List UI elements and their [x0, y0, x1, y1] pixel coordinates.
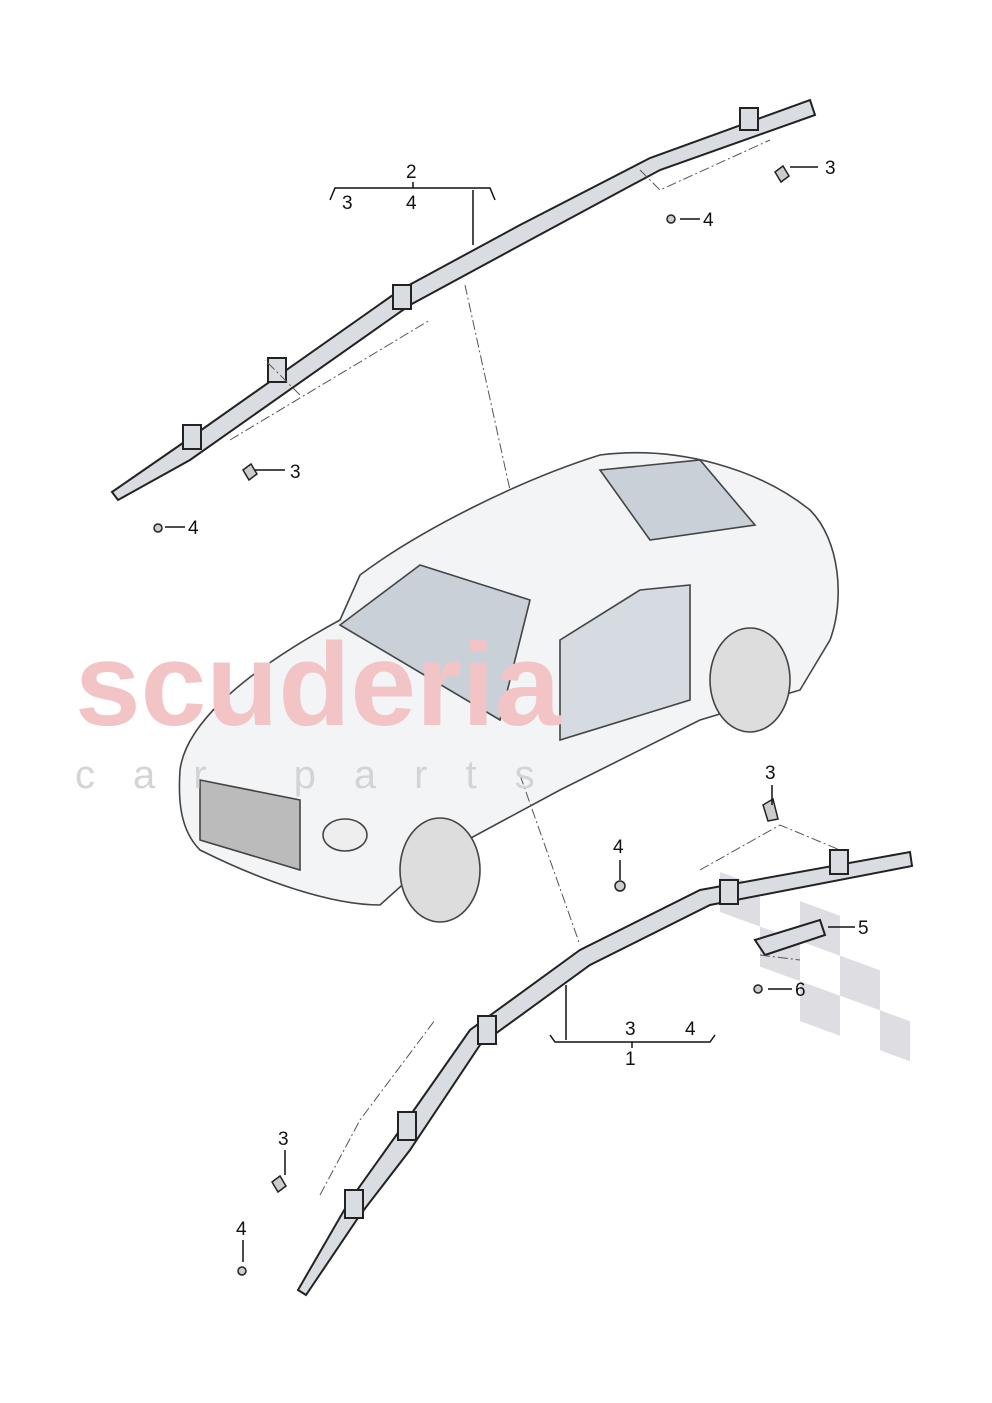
callout-lower-group: 1	[625, 1049, 636, 1070]
callout-lower-clip-right: 3	[765, 763, 776, 784]
checkered-flag-logo	[720, 872, 910, 1062]
car-illustration	[178, 452, 839, 923]
callout-lower-group-sub-left: 3	[625, 1019, 636, 1040]
callout-upper-screw-right: 4	[703, 210, 714, 231]
watermark-main: scuderia	[75, 619, 562, 751]
callout-upper-group: 2	[406, 162, 417, 183]
watermark-sub: car parts	[75, 753, 573, 797]
callout-lower-screw-right: 4	[613, 837, 624, 858]
callout-upper-screw-left: 4	[188, 518, 199, 539]
watermark: scuderia car parts	[75, 619, 573, 797]
callout-bracket-screw: 6	[795, 980, 806, 1001]
callout-upper-clip-right: 3	[825, 158, 836, 179]
lower-curtain-airbag	[296, 774, 914, 1297]
callouts: 2 3 4 3 4 3 4 3 4 5 6 3 4 1 3 4	[188, 158, 869, 1240]
callout-upper-group-sub-left: 3	[342, 193, 353, 214]
leader-lines	[165, 166, 855, 1262]
callout-upper-clip-left: 3	[290, 462, 301, 483]
upper-curtain-airbag	[110, 98, 817, 502]
callout-bracket: 5	[858, 918, 869, 939]
callout-upper-group-sub-right: 4	[406, 193, 417, 214]
callout-lower-clip-left: 3	[278, 1129, 289, 1150]
callout-lower-screw-left: 4	[236, 1219, 247, 1240]
fasteners	[153, 164, 790, 1276]
callout-lower-group-sub-right: 4	[685, 1019, 696, 1040]
